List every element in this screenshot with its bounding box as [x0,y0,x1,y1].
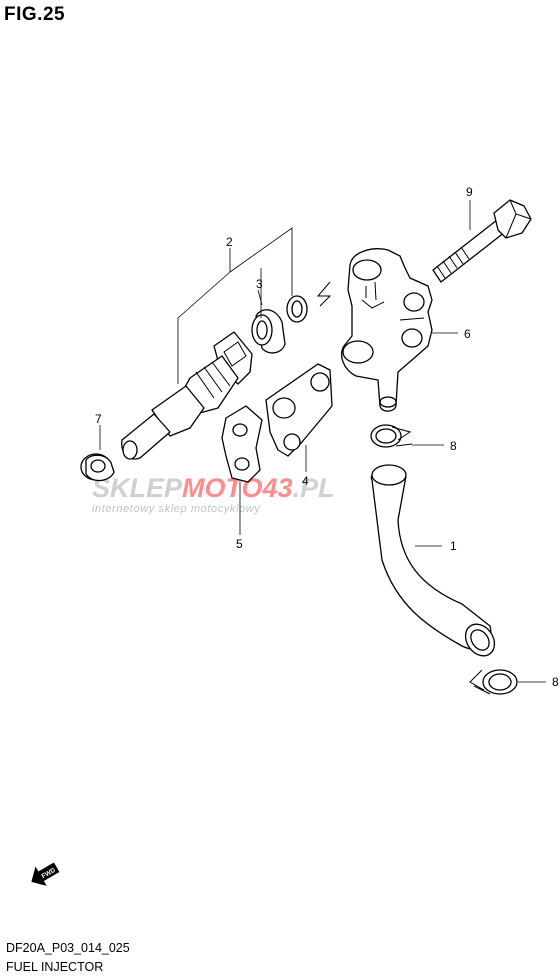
callout-4: 4 [302,474,309,488]
seal-part-7 [80,453,115,482]
callout-6: 6 [464,327,471,341]
watermark-tagline: internetowy sklep motocyklowy [92,503,261,515]
callout-8-lower: 8 [552,675,559,689]
delivery-body-part-6 [316,248,433,412]
callout-1: 1 [450,539,457,553]
diagram-caption: FUEL INJECTOR [6,960,104,974]
svg-text:SKLEPMOTO43.PL: SKLEPMOTO43.PL [92,473,335,503]
watermark: SKLEPMOTO43.PL internetowy sklep motocyk… [92,473,335,515]
fuel-hose-part-1 [370,464,496,657]
callout-3: 3 [256,277,263,291]
gasket-part-5 [221,405,263,483]
leader-lines [99,200,546,683]
clamp-part-8-upper [370,424,413,448]
callout-8-upper: 8 [450,439,457,453]
watermark-brand-c: 43 [262,473,293,503]
clamp-part-8-lower [469,669,518,695]
holder-part-4 [265,363,333,457]
injector-part-2 [121,331,253,460]
callout-numbers: 1 2 3 4 5 6 7 8 8 9 [95,185,559,689]
fwd-arrow-icon: FWD [31,862,60,886]
callout-7: 7 [95,412,102,426]
bolt-part-9 [432,199,532,283]
callout-9: 9 [466,185,473,199]
diagram-code: DF20A_P03_014_025 [6,941,130,955]
watermark-brand-d: .PL [293,473,335,503]
callout-5: 5 [236,537,243,551]
injector-grommet [251,309,286,354]
figure-title: FIG.25 [4,4,66,25]
o-ring-part-3 [286,295,308,323]
callout-2: 2 [226,235,233,249]
